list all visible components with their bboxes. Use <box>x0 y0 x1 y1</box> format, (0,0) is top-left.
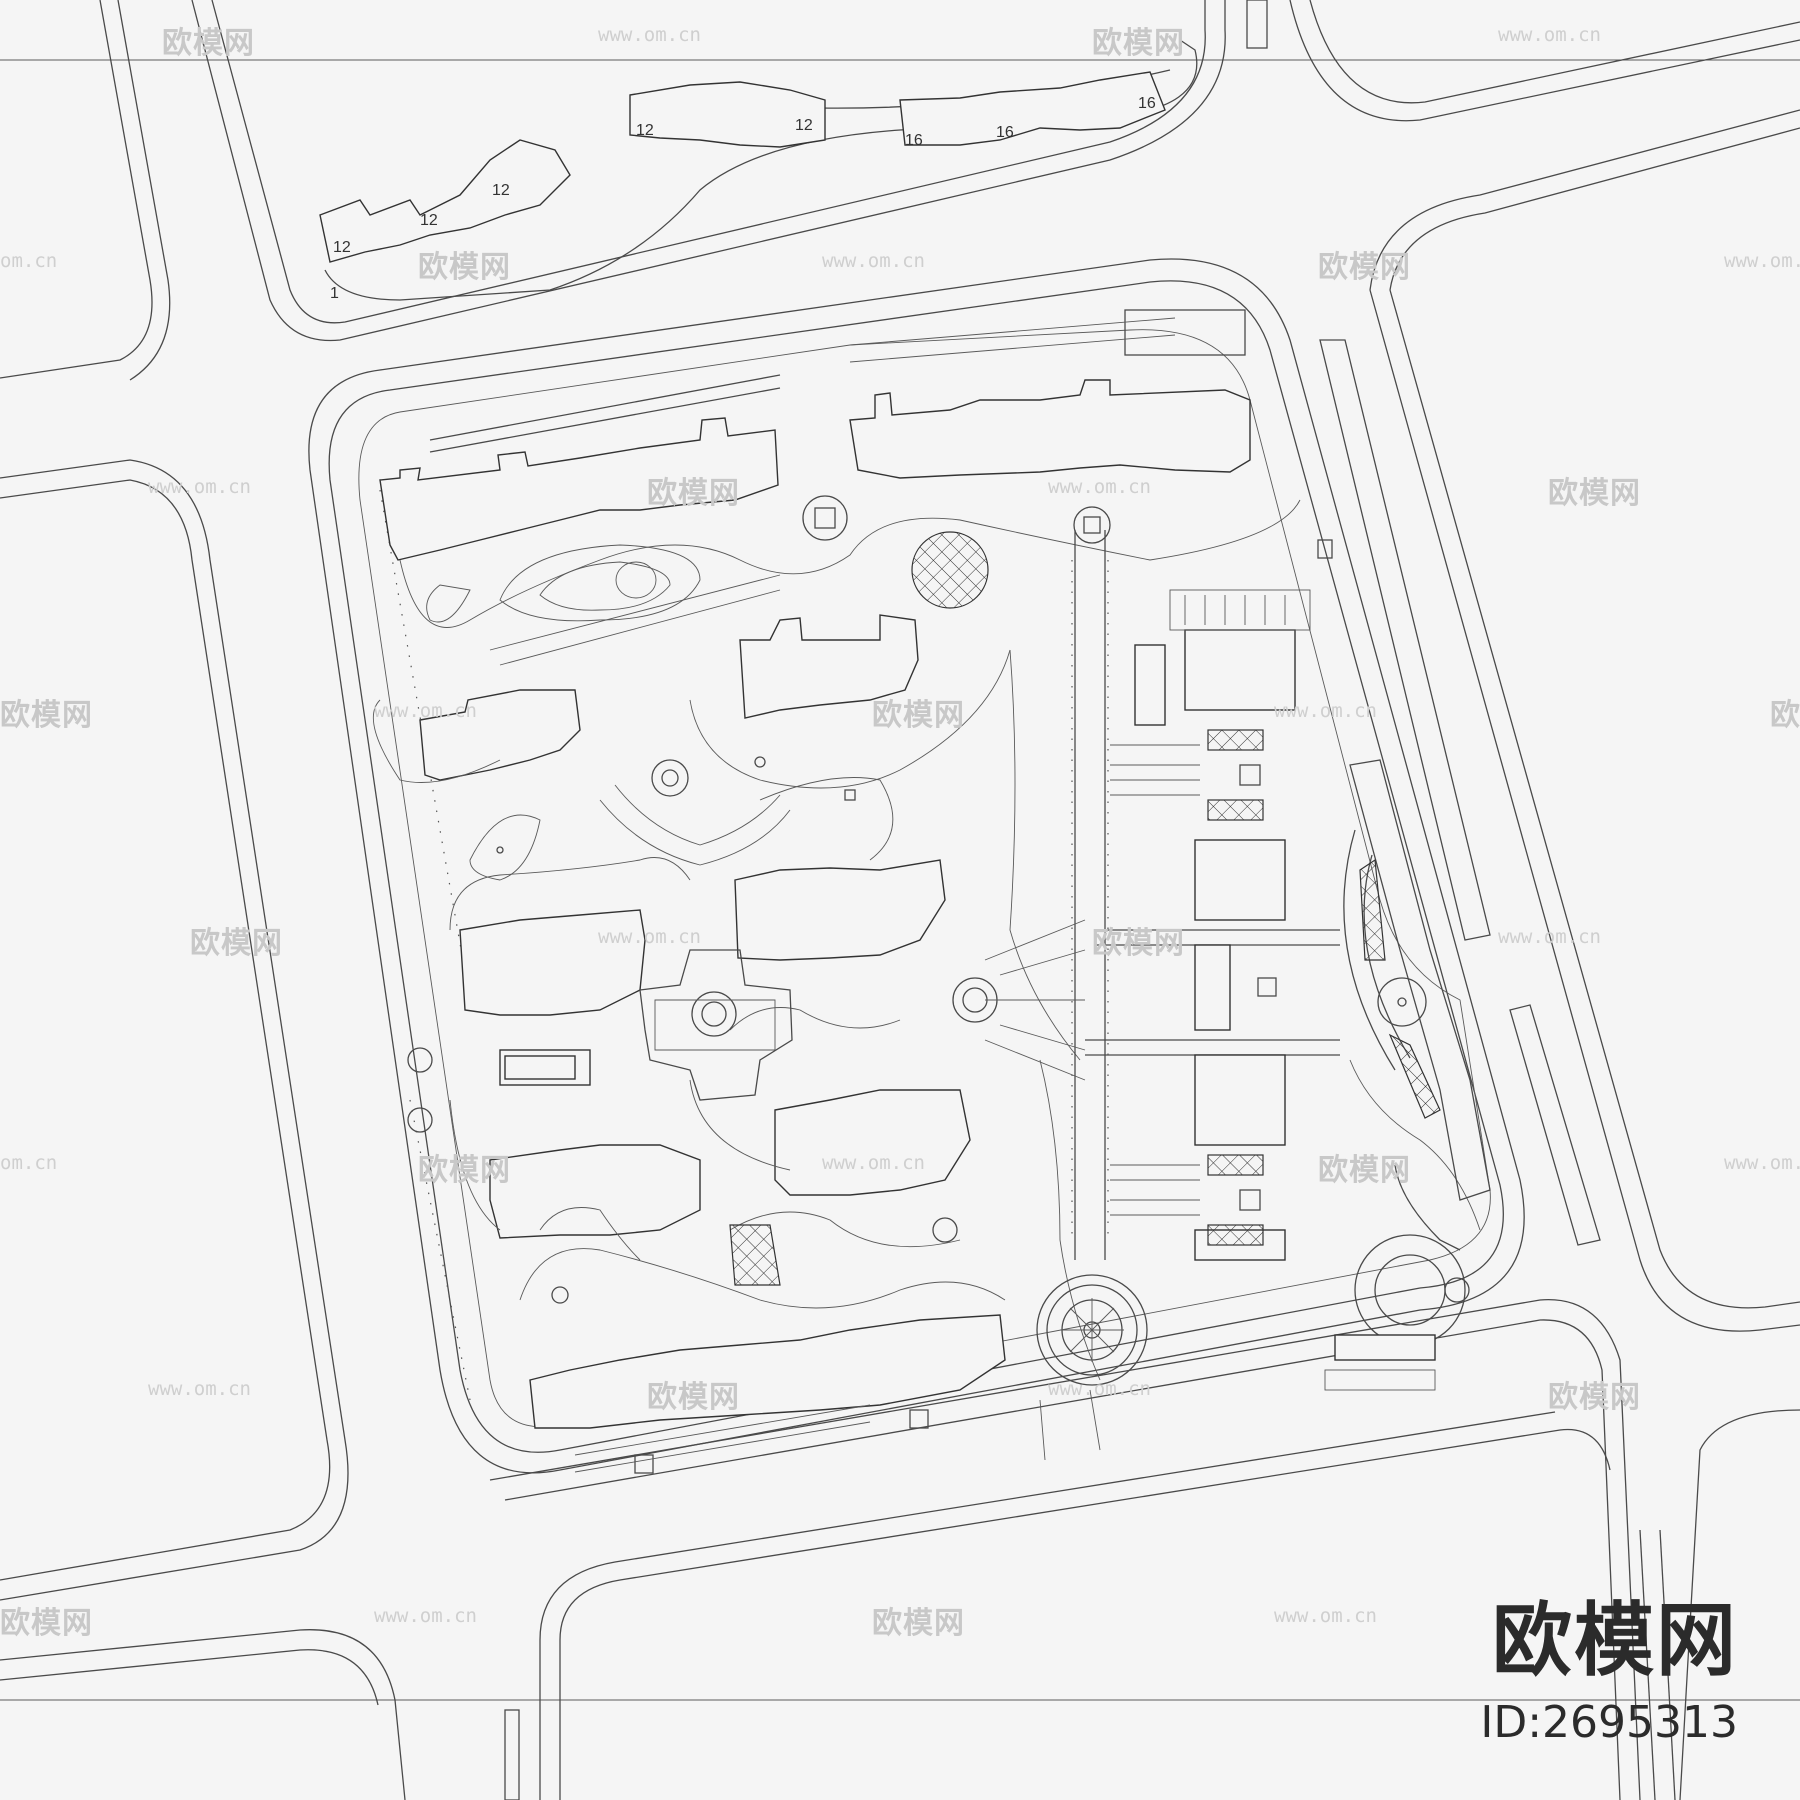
residential-buildings <box>379 379 1251 1429</box>
hatched-lawn-south <box>729 1224 781 1286</box>
watermark-url: www.om.cn <box>822 1152 925 1174</box>
building-label: 16 <box>1138 95 1156 112</box>
watermark-url: www.om.cn <box>1498 24 1601 46</box>
watermark-brand: 欧模网 <box>1092 26 1185 61</box>
watermark-url: www.om.cn <box>1724 1152 1800 1174</box>
watermark-brand: 欧模网 <box>162 26 255 61</box>
building-label: 12 <box>492 182 510 199</box>
watermark-brand: 欧模网 <box>1318 250 1411 285</box>
watermark-url: om.cn <box>0 250 58 272</box>
building-label: 16 <box>905 132 923 149</box>
watermark-brand: 欧模网 <box>647 1380 740 1415</box>
central-axis <box>1071 530 1340 1261</box>
watermark-url: www.om.cn <box>598 926 701 948</box>
watermark-url: www.om.cn <box>1274 700 1377 722</box>
building-label: 12 <box>333 239 351 256</box>
watermark-brand: 欧模网 <box>0 698 93 733</box>
hatched-lawn-north <box>911 531 989 609</box>
watermark-brand: 欧模网 <box>418 1153 511 1188</box>
watermark-brand: 欧模网 <box>1318 1153 1411 1188</box>
watermark-brand: 欧模网 <box>0 1606 93 1641</box>
watermark-url: www.om.cn <box>598 24 701 46</box>
site-details <box>496 539 1333 1474</box>
watermark-url: www.om.cn <box>374 1605 477 1627</box>
north-building-strip: 12 12 12 12 12 16 16 16 1 <box>319 39 1198 302</box>
central-cross-garden <box>499 784 1086 1101</box>
watermark-url: www.om.cn <box>822 250 925 272</box>
watermark-brand: 欧模网 <box>1548 1380 1641 1415</box>
watermark-brand: 欧模网 <box>1092 926 1185 961</box>
watermark-url: www.om.cn <box>1498 926 1601 948</box>
watermark-brand: 欧模网 <box>647 476 740 511</box>
watermark-url: www.om.cn <box>374 700 477 722</box>
building-label: 12 <box>795 117 813 134</box>
watermark-url: www.om.cn <box>1048 1378 1151 1400</box>
east-curved-terrace <box>1324 759 1491 1391</box>
brand-logo-text: 欧模网 <box>1492 1594 1738 1687</box>
watermark-url: om.cn <box>0 1152 58 1174</box>
building-label: 16 <box>996 124 1014 141</box>
asset-id-label: ID:2695313 <box>1480 1697 1738 1748</box>
watermark-url: www.om.cn <box>148 1378 251 1400</box>
watermark-url: www.om.cn <box>148 476 251 498</box>
parking-strip-north <box>429 317 1176 666</box>
watermark-brand: 欧模网 <box>418 250 511 285</box>
watermark-brand: 欧模网 <box>1770 698 1800 733</box>
watermark-brand: 欧模网 <box>190 926 283 961</box>
building-label: 1 <box>330 285 339 302</box>
building-label: 12 <box>636 122 654 139</box>
watermark-brand: 欧模网 <box>1548 476 1641 511</box>
landscape-paths <box>372 499 1481 1381</box>
building-label: 12 <box>420 212 438 229</box>
watermark-url: www.om.cn <box>1048 476 1151 498</box>
watermark-url: www.om.cn <box>1724 250 1800 272</box>
watermark-brand: 欧模网 <box>872 698 965 733</box>
watermark-brand: 欧模网 <box>872 1606 965 1641</box>
watermark-url: www.om.cn <box>1274 1605 1377 1627</box>
